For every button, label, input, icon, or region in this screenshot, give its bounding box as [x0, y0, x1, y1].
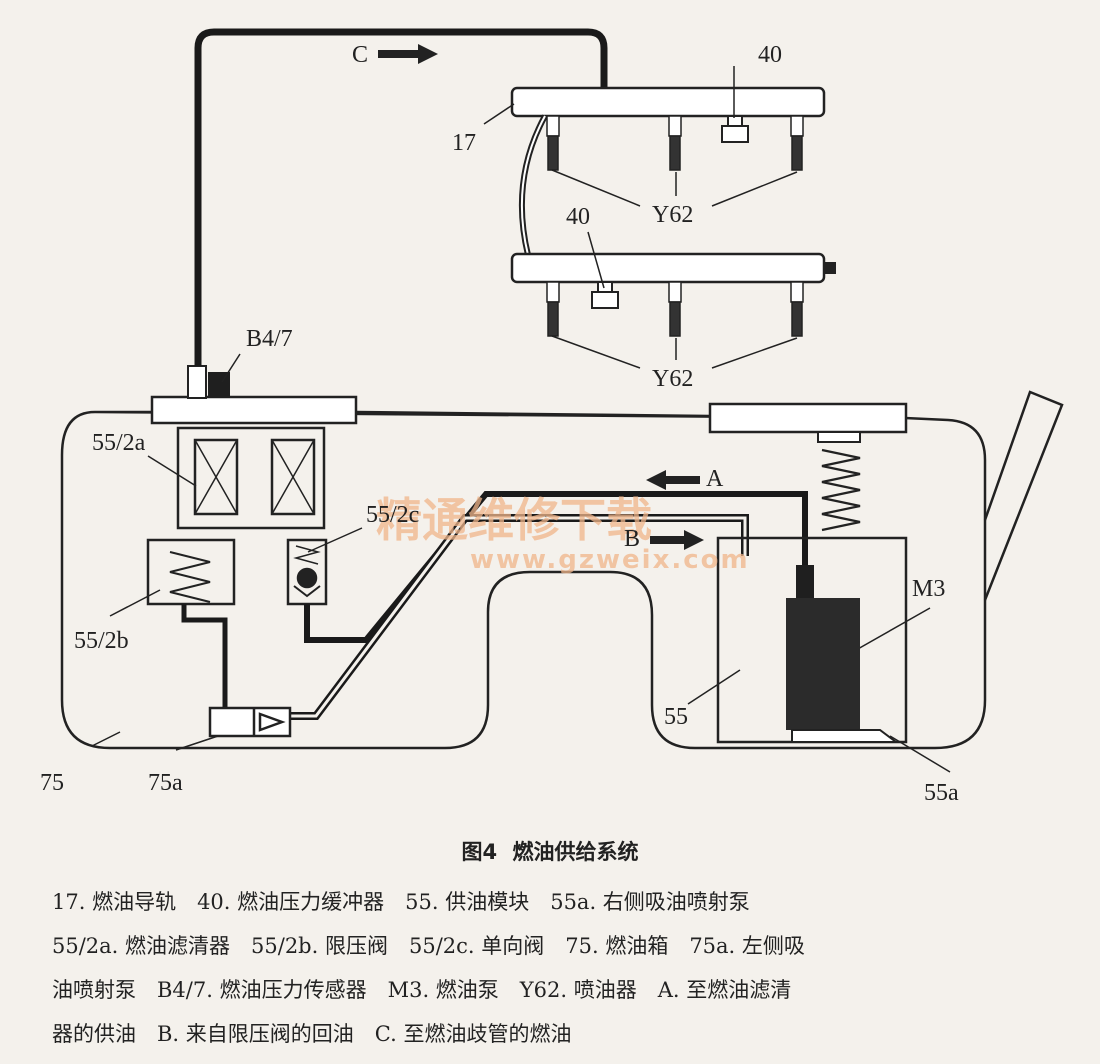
check-valve: [286, 538, 328, 606]
fuel-pump: [786, 598, 860, 730]
module-flange-right: [708, 402, 908, 434]
module-spring: [821, 448, 861, 532]
fuel-rail-top: [510, 86, 826, 118]
figure-title: 燃油供给系统: [512, 840, 639, 864]
rail-end-cap: [824, 262, 836, 274]
watermark-url: www.gzweix.com: [470, 545, 750, 575]
left-jet-pump: [208, 706, 292, 738]
label-tank: 75: [40, 770, 64, 796]
label-flow-b: B: [624, 526, 640, 552]
label-damper-top: 40: [758, 42, 782, 68]
legend-line: 17. 燃油导轨 40. 燃油压力缓冲器 55. 供油模块 55a. 右侧吸油喷…: [52, 890, 750, 914]
pressure-relief-valve: [146, 538, 236, 606]
fuel-filter: [176, 426, 326, 530]
flow-arrow-b: [650, 530, 704, 550]
legend-line: 油喷射泵 B4/7. 燃油压力传感器 M3. 燃油泵 Y62. 喷油器 A. 至…: [52, 978, 792, 1002]
flow-arrow-c: [378, 44, 438, 64]
fuel-rail-bottom: [510, 252, 826, 284]
legend: 17. 燃油导轨 40. 燃油压力缓冲器 55. 供油模块 55a. 右侧吸油喷…: [52, 880, 1062, 1056]
watermark-text: 精通维修下载: [376, 493, 652, 547]
label-filter: 55/2a: [92, 430, 146, 456]
label-sensor: B4/7: [246, 326, 293, 352]
label-left-jet: 75a: [148, 770, 183, 796]
outlet-fitting: [187, 365, 207, 399]
rail-crossover-pipe: [518, 114, 548, 256]
injectors-bottom: [546, 281, 804, 337]
label-injectors-bottom: Y62: [652, 366, 693, 392]
pressure-damper-top: [721, 115, 749, 143]
fuel-line-c: [194, 28, 608, 366]
label-check-valve: 55/2c: [366, 502, 419, 528]
pressure-damper-bottom: [591, 281, 619, 309]
label-module: 55: [664, 704, 688, 730]
fuel-system-diagram: 精通维修下载 www.gzweix.com C 40 17 Y62 40 Y62…: [40, 28, 1064, 806]
legend-line: 55/2a. 燃油滤清器 55/2b. 限压阀 55/2c. 单向阀 75. 燃…: [52, 934, 805, 958]
legend-line: 器的供油 B. 来自限压阀的回油 C. 至燃油歧管的燃油: [52, 1022, 572, 1046]
injectors-top: [546, 115, 804, 171]
figure-number: 图4: [461, 840, 498, 864]
label-flow-c: C: [352, 42, 368, 68]
module-flange-left: [150, 395, 358, 425]
filler-neck: [983, 390, 1064, 601]
label-damper-bottom: 40: [566, 204, 590, 230]
figure-caption: 图4 燃油供给系统: [0, 836, 1100, 866]
leader-lines: [91, 66, 951, 773]
flow-arrow-a: [646, 470, 700, 490]
label-right-jet: 55a: [924, 780, 959, 806]
pump-outlet: [796, 565, 814, 599]
label-flow-a: A: [706, 466, 724, 492]
label-pump: M3: [912, 576, 945, 602]
fuel-tank-outline: [60, 410, 987, 750]
fuel-lines: [181, 491, 808, 720]
label-rail: 17: [452, 130, 476, 156]
label-relief-valve: 55/2b: [74, 628, 129, 654]
right-jet-pump: [791, 729, 899, 743]
label-injectors-top: Y62: [652, 202, 693, 228]
